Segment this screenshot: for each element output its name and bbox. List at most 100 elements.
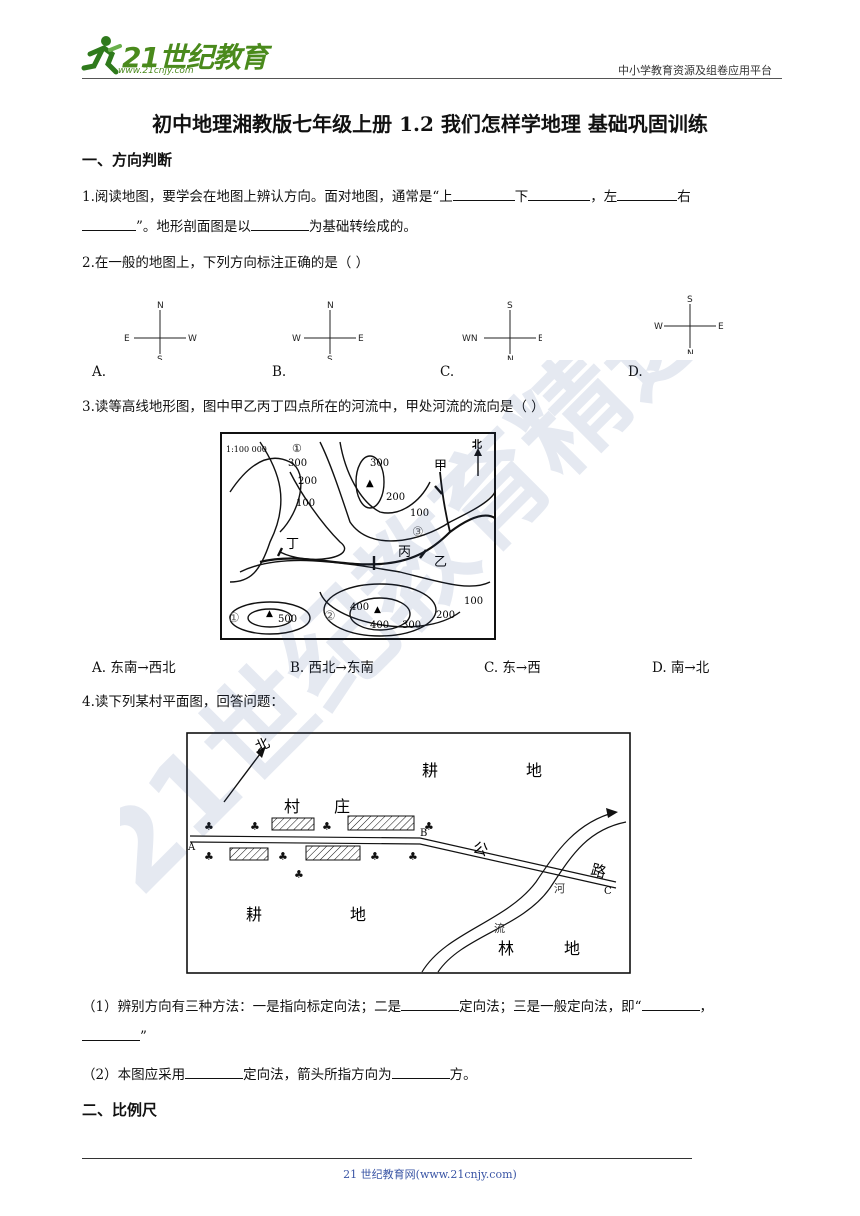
contour-label: 400 (350, 602, 369, 613)
compass-option-b: N S W E (292, 301, 364, 360)
compass-c-right-label: ES (538, 334, 542, 344)
river-char-1: 河 (554, 882, 565, 895)
answer-blank[interactable] (528, 186, 591, 201)
q3-option-c[interactable]: C. 东→西 (484, 660, 541, 676)
compass-d-bottom-label: N (687, 349, 694, 354)
contour-label: 300 (370, 458, 389, 469)
compass-option-d: S N W E (654, 295, 724, 354)
question-4-sub-1-line-2: ” (82, 1026, 147, 1047)
q1-text-5: ”。地形剖面图是以 (136, 219, 251, 235)
contour-label: 200 (386, 492, 405, 503)
village-map: 北 耕 地 村 庄 ♣♣♣♣ ♣♣♣♣ ♣ A B C 公 路 河 流 耕 地 … (186, 732, 631, 974)
compass-c-bottom-label: N (507, 355, 514, 360)
river-char-2: 流 (494, 921, 505, 935)
svg-text:♣: ♣ (278, 850, 288, 863)
compass-b-right-label: E (358, 334, 364, 344)
point-yi: 乙 (434, 555, 447, 570)
forest-char-1: 林 (498, 939, 514, 958)
contour-label: 500 (278, 614, 297, 625)
village-north-label: 北 (253, 735, 272, 755)
svg-text:▲: ▲ (266, 609, 273, 619)
contour-map: ▲ ▲ ▲ 1:100 000 ① 北 300 200 100 300 200 … (220, 432, 496, 640)
section-heading-2: 二、比例尺 (82, 1101, 158, 1119)
village-char-1: 村 (284, 797, 300, 816)
option-a-letter[interactable]: A. (92, 364, 107, 380)
circled-1: ① (228, 611, 240, 626)
svg-text:♣: ♣ (322, 820, 332, 833)
road-char-2: 路 (589, 860, 608, 881)
footer-divider (82, 1158, 692, 1159)
svg-text:▲: ▲ (374, 605, 381, 615)
contour-label: 200 (298, 476, 317, 487)
header-divider (82, 78, 782, 79)
q3-option-d[interactable]: D. 南→北 (652, 660, 710, 676)
q1-text-2: 下 (514, 189, 529, 205)
question-4-stem: 4.读下列某村平面图，回答问题： (82, 694, 284, 710)
point-ding: 丁 (286, 537, 299, 552)
q3-option-a[interactable]: A. 东南→西北 (92, 660, 176, 676)
q3-option-b[interactable]: B. 西北→东南 (290, 660, 374, 676)
question-1-line-1: 1.阅读地图，要学会在地图上辨认方向。面对地图，通常是“上 下 ，左 右 (82, 186, 691, 207)
q1-text-1: 1.阅读地图，要学会在地图上辨认方向。面对地图，通常是“上 (82, 189, 453, 205)
answer-blank[interactable] (391, 1064, 450, 1079)
compass-c-left-label: WN (462, 334, 478, 344)
option-d-letter[interactable]: D. (628, 364, 643, 380)
question-2-stem: 2.在一般的地图上，下列方向标注正确的是（ ） (82, 255, 370, 271)
option-b-letter[interactable]: B. (272, 364, 287, 380)
contour-label: 400 (370, 620, 389, 631)
runner-logo-icon (81, 36, 122, 75)
river-line (259, 514, 496, 566)
compass-b-left-label: W (292, 334, 301, 344)
farmland-bottom-char-2: 地 (350, 905, 366, 924)
farmland-top-char-1: 耕 (422, 761, 438, 780)
q4-sub1-text-d: ” (140, 1029, 147, 1045)
q1-text-6: 为基础转绘成的。 (308, 219, 417, 235)
north-label: 北 (472, 438, 482, 451)
logo-url: www.21cnjy.com (118, 66, 194, 76)
q1-text-3: ，左 (590, 189, 618, 205)
answer-blank[interactable] (641, 996, 700, 1011)
compass-b-top-label: N (327, 301, 334, 311)
svg-text:♣: ♣ (294, 868, 304, 881)
compass-d-left-label: W (654, 322, 663, 332)
section-heading-1: 一、方向判断 (82, 151, 173, 169)
circled-3: ③ (412, 525, 424, 540)
compass-b-bottom-label: S (327, 355, 333, 360)
answer-blank[interactable] (401, 996, 460, 1011)
label-b: B (420, 828, 427, 839)
svg-text:♣: ♣ (370, 850, 380, 863)
compass-c-top-label: S (507, 301, 513, 311)
contour-label: 100 (296, 498, 315, 509)
option-c-letter[interactable]: C. (440, 364, 455, 380)
tree-icons: ♣♣♣♣ ♣♣♣♣ ♣ (204, 820, 434, 881)
q4-sub1-text-b: 定向法；三是一般定向法，即“ (459, 999, 642, 1015)
question-1-line-2: ”。地形剖面图是以 为基础转绘成的。 (82, 216, 417, 237)
contour-label: 100 (410, 508, 429, 519)
svg-text:♣: ♣ (424, 820, 434, 833)
footer-link[interactable]: 21 世纪教育网(www.21cnjy.com) (343, 1168, 517, 1181)
compass-option-c: S N WN ES (462, 301, 542, 360)
circled-2: ② (324, 609, 336, 624)
answer-blank[interactable] (185, 1064, 244, 1079)
compass-a-left-label: E (124, 334, 130, 344)
q4-sub2-text-c: 方。 (449, 1067, 477, 1083)
answer-blank[interactable] (250, 216, 309, 231)
contour-label: 300 (402, 620, 421, 631)
q4-sub2-text-b: 定向法，箭头所指方向为 (243, 1067, 392, 1083)
svg-text:♣: ♣ (408, 850, 418, 863)
contour-label: 100 (464, 596, 483, 607)
q1-text-4: 右 (677, 189, 691, 205)
compass-options: N S E W A. N S W E B. S N WN ES C. S N W… (92, 295, 812, 390)
answer-blank[interactable] (452, 186, 515, 201)
q4-sub1-text-a: （1）辨别方向有三种方法：一是指向标定向法；二是 (82, 999, 402, 1015)
label-c: C (604, 886, 612, 897)
platform-name: 中小学教育资源及组卷应用平台 (618, 64, 772, 77)
compass-option-a: N S E W (124, 301, 197, 360)
answer-blank[interactable] (82, 1026, 140, 1041)
answer-blank[interactable] (617, 186, 678, 201)
river-line (421, 811, 617, 973)
contour-label: 200 (436, 610, 455, 621)
village-char-2: 庄 (334, 797, 350, 816)
farmland-top-char-2: 地 (526, 761, 542, 780)
answer-blank[interactable] (82, 216, 136, 231)
